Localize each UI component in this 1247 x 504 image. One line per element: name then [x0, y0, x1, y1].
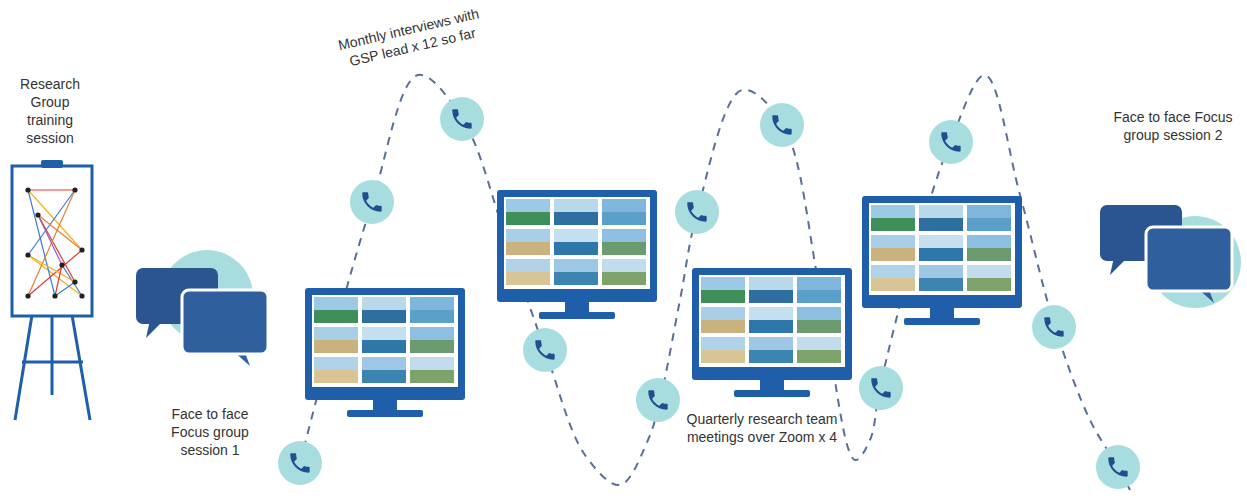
phone-icon: [1096, 445, 1140, 489]
phone-icon: [760, 103, 804, 147]
phone-icon: [350, 180, 394, 224]
label-box: Quarterly research team meetings over Zo…: [680, 410, 845, 446]
caption-text: Monthly interviews with GSP lead x 12 so…: [336, 5, 480, 69]
phone-icon: [636, 378, 680, 422]
caption-text: Face to face Focus group session 2: [1113, 109, 1232, 143]
monitor-icon: [497, 190, 657, 319]
phone-icon: [1032, 305, 1076, 349]
phone-icon: [278, 441, 322, 485]
label-box: Research Group training session: [10, 75, 90, 147]
caption-text: Face to face Focus group session 1: [171, 406, 249, 458]
easel-icon: [12, 160, 92, 420]
phone-icon: [929, 120, 973, 164]
label-box: Face to face Focus group session 2: [1103, 108, 1243, 144]
caption-text: Quarterly research team meetings over Zo…: [687, 411, 838, 445]
monitor-icon: [305, 288, 465, 417]
phone-icon: [859, 366, 903, 410]
label-box: Monthly interviews with GSP lead x 12 so…: [321, 1, 500, 75]
label-box: Face to face Focus group session 1: [160, 405, 260, 459]
phone-icon: [523, 328, 567, 372]
phone-icon: [675, 190, 719, 234]
caption-text: Research Group training session: [20, 76, 80, 146]
monitor-icon: [862, 196, 1022, 325]
phone-icon: [440, 97, 484, 141]
chat-icon: [1100, 205, 1241, 308]
monitor-icon: [692, 268, 852, 397]
chat-icon: [136, 250, 268, 366]
timeline-wave: [300, 75, 1130, 490]
